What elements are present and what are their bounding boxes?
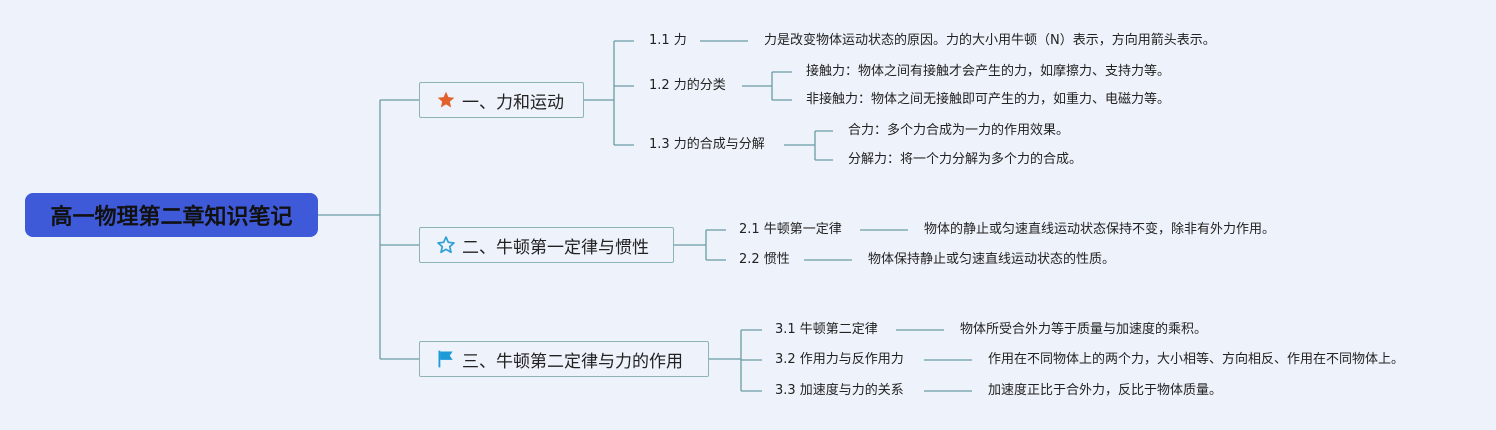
branch-topic-2[interactable]: 二、牛顿第一定律与惯性 [419, 227, 674, 263]
detail-1-3-1[interactable]: 合力：多个力合成为一力的作用效果。 [848, 123, 1070, 138]
detail-1-3-2[interactable]: 分解力：将一个力分解为多个力的合成。 [848, 152, 1083, 167]
root-title: 高一物理第二章知识笔记 [50, 205, 293, 230]
topic-1-2[interactable]: 1.2 力的分类 [649, 78, 726, 93]
topic-3-1[interactable]: 3.1 牛顿第二定律 [775, 322, 878, 337]
detail-3-1-1[interactable]: 物体所受合外力等于质量与加速度的乘积。 [960, 322, 1208, 337]
branch-topic-3[interactable]: 三、牛顿第二定律与力的作用 [419, 341, 709, 377]
topic-1-3[interactable]: 1.3 力的合成与分解 [649, 137, 765, 152]
star-filled-icon [436, 90, 456, 110]
topic-3-3[interactable]: 3.3 加速度与力的关系 [775, 383, 904, 398]
detail-3-3-1[interactable]: 加速度正比于合外力，反比于物体质量。 [988, 383, 1223, 398]
flag-icon [436, 349, 456, 369]
detail-3-2-1[interactable]: 作用在不同物体上的两个力，大小相等、方向相反、作用在不同物体上。 [988, 352, 1405, 367]
topic-2-1[interactable]: 2.1 牛顿第一定律 [739, 222, 842, 237]
detail-1-2-1[interactable]: 接触力：物体之间有接触才会产生的力，如摩擦力、支持力等。 [806, 64, 1171, 79]
detail-2-1-1[interactable]: 物体的静止或匀速直线运动状态保持不变，除非有外力作用。 [924, 222, 1276, 237]
topic-2-2[interactable]: 2.2 惯性 [739, 252, 790, 267]
topic-1-1[interactable]: 1.1 力 [649, 33, 687, 48]
detail-1-1-1[interactable]: 力是改变物体运动状态的原因。力的大小用牛顿（N）表示，方向用箭头表示。 [764, 33, 1216, 48]
root-topic[interactable]: 高一物理第二章知识笔记 [25, 193, 318, 237]
branch-label: 一、力和运动 [462, 92, 564, 113]
detail-2-2-1[interactable]: 物体保持静止或匀速直线运动状态的性质。 [868, 252, 1116, 267]
star-outline-icon [436, 235, 456, 255]
detail-1-2-2[interactable]: 非接触力：物体之间无接触即可产生的力，如重力、电磁力等。 [806, 92, 1171, 107]
branch-topic-1[interactable]: 一、力和运动 [419, 82, 584, 118]
branch-label: 二、牛顿第一定律与惯性 [462, 237, 649, 258]
topic-3-2[interactable]: 3.2 作用力与反作用力 [775, 352, 904, 367]
branch-label: 三、牛顿第二定律与力的作用 [462, 351, 683, 372]
